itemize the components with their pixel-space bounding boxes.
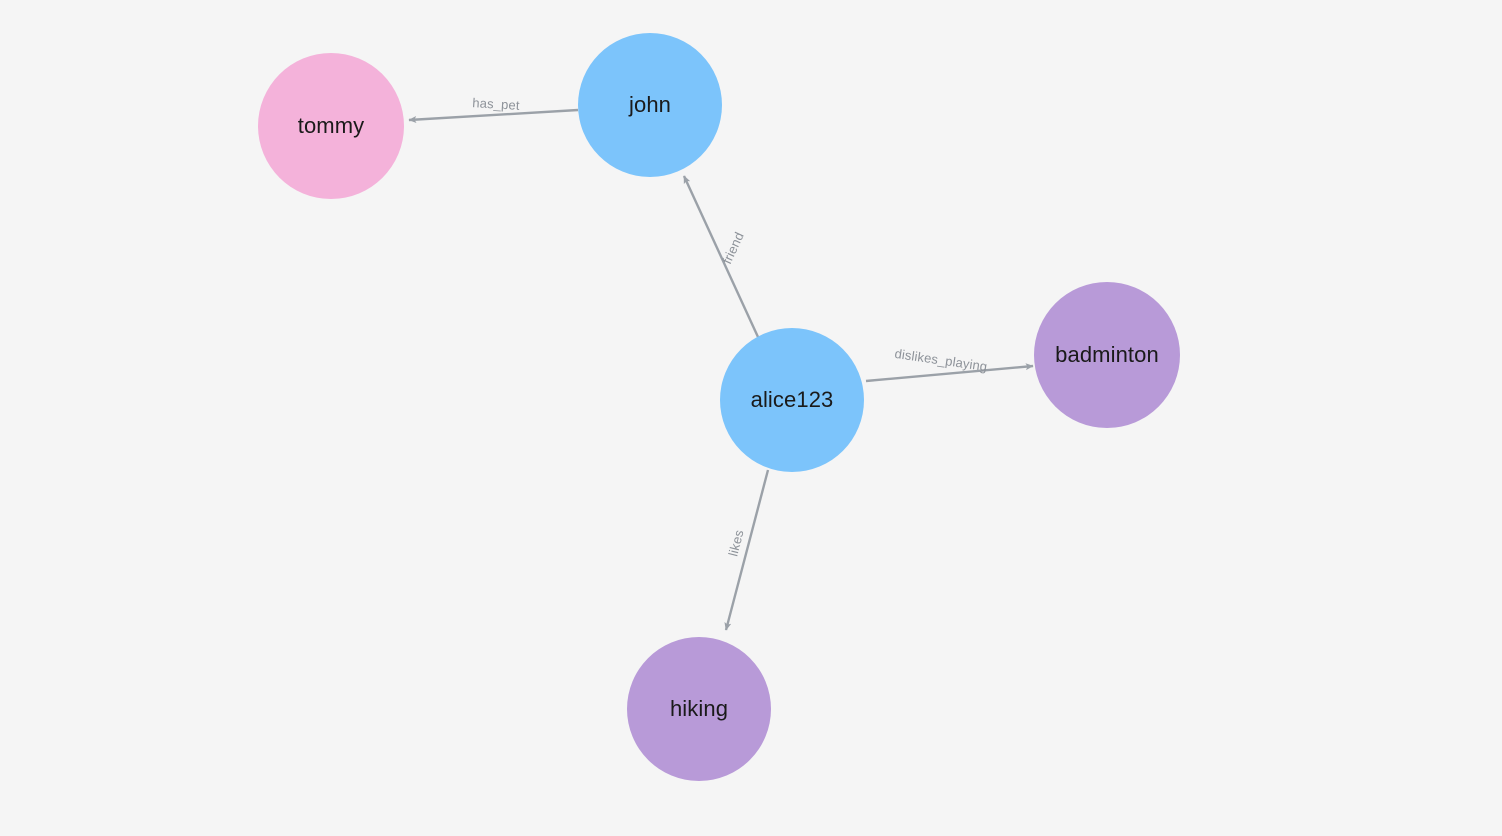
graph-edge[interactable]: [724, 469, 770, 631]
graph-edge[interactable]: [682, 175, 760, 338]
graph-node-john[interactable]: john: [578, 33, 722, 177]
graph-node-label: tommy: [297, 113, 365, 139]
edge-label: likes: [725, 528, 747, 558]
graph-node-tommy[interactable]: tommy: [258, 53, 404, 199]
graph-node-label: john: [629, 92, 671, 118]
edge-label: has_pet: [471, 95, 521, 113]
graph-node-label: badminton: [1055, 342, 1159, 368]
graph-node-alice123[interactable]: alice123: [720, 328, 864, 472]
graph-edge[interactable]: [408, 108, 579, 124]
graph-node-hiking[interactable]: hiking: [627, 637, 771, 781]
graph-node-label: hiking: [669, 696, 729, 722]
edge-label: dislikes_playing: [893, 345, 989, 375]
graph-node-badminton[interactable]: badminton: [1034, 282, 1180, 428]
edge-label: friend: [719, 229, 747, 267]
graph-edge[interactable]: [865, 363, 1034, 383]
graph-node-label: alice123: [750, 387, 834, 413]
